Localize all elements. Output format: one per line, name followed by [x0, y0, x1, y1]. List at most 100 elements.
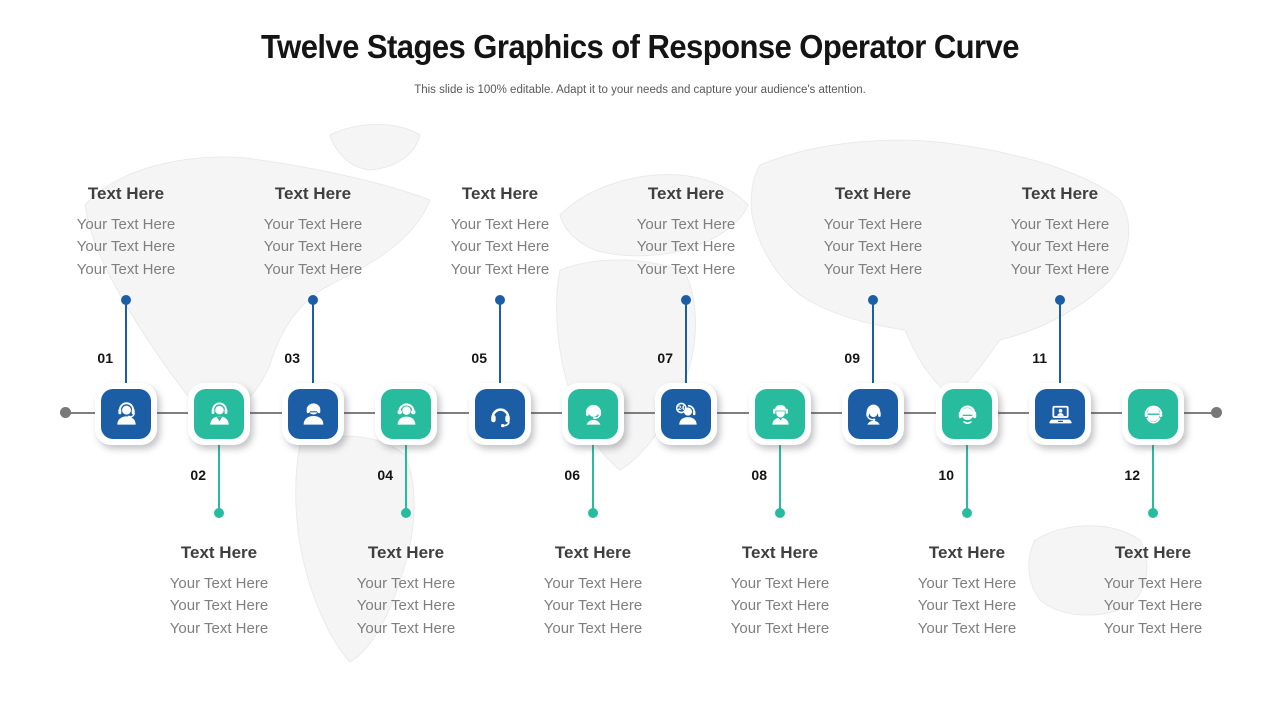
- connector-dot: [1055, 295, 1065, 305]
- stage-text-block: Text Here Your Text Here Your Text Here …: [875, 543, 1059, 640]
- stage-line: Your Text Here: [450, 238, 550, 256]
- headphones-person-icon: [396, 402, 416, 425]
- stage-icon-card: 24: [655, 383, 717, 445]
- stage-title: Text Here: [87, 184, 165, 203]
- stage-line: Your Text Here: [917, 597, 1017, 615]
- headset-icon: [490, 407, 510, 427]
- stage-title: Text Here: [1114, 543, 1192, 562]
- stage-line: Your Text Here: [169, 597, 269, 615]
- stage-line: Your Text Here: [917, 575, 1017, 592]
- connector-dot: [868, 295, 878, 305]
- connector-dot: [214, 508, 224, 518]
- operator-head-icon: [585, 404, 601, 425]
- stage-icon-box: [1035, 389, 1085, 439]
- stage-line: Your Text Here: [169, 575, 269, 592]
- laptop-support-icon: [1048, 405, 1072, 423]
- svg-text:24: 24: [677, 406, 684, 412]
- stage-line: Your Text Here: [543, 619, 643, 637]
- timeline-line: [66, 412, 1217, 415]
- stage-icon-box: [848, 389, 898, 439]
- stage-line: Your Text Here: [917, 619, 1017, 637]
- stage-line: Your Text Here: [1103, 575, 1203, 592]
- connector-line: [125, 304, 127, 383]
- stage-icon-box: [755, 389, 805, 439]
- connector-line: [685, 304, 687, 383]
- stage-line: Your Text Here: [356, 619, 456, 637]
- stage-line: Your Text Here: [636, 216, 736, 233]
- stage-line: Your Text Here: [356, 575, 456, 592]
- stage-icon-card: [1029, 383, 1091, 445]
- stage-icon-card: [1122, 383, 1184, 445]
- stage-line: Your Text Here: [263, 260, 363, 278]
- stage-icon-card: [95, 383, 157, 445]
- stage-line: Your Text Here: [543, 575, 643, 592]
- stage-icon-box: [942, 389, 992, 439]
- stage-icon-box: [1128, 389, 1178, 439]
- stage-line: Your Text Here: [730, 597, 830, 615]
- stage-line: Your Text Here: [1010, 260, 1110, 278]
- connector-dot: [308, 295, 318, 305]
- stage-title: Text Here: [741, 543, 819, 562]
- stage-title: Text Here: [647, 184, 725, 203]
- connector-line: [405, 445, 407, 509]
- stage-icon-card: [936, 383, 998, 445]
- connector-line: [872, 304, 874, 383]
- female-agent-icon: [865, 404, 881, 425]
- connector-dot: [1148, 508, 1158, 518]
- stage-icon-card: [842, 383, 904, 445]
- stage-line: Your Text Here: [450, 260, 550, 278]
- connector-dot: [681, 295, 691, 305]
- connector-line: [218, 445, 220, 509]
- suited-operator-icon: [209, 401, 229, 425]
- connector-line: [499, 304, 501, 383]
- stage-line: Your Text Here: [636, 260, 736, 278]
- connector-dot: [495, 295, 505, 305]
- stage-line: Your Text Here: [1010, 216, 1110, 233]
- stage-number: 07: [657, 350, 673, 366]
- capped-operator-icon: [771, 404, 789, 425]
- stage-line: Your Text Here: [263, 238, 363, 256]
- headphones-face-icon: [958, 405, 976, 424]
- stage-line: Your Text Here: [730, 575, 830, 592]
- connector-line: [312, 304, 314, 383]
- stage-number: 09: [844, 350, 860, 366]
- stage-title: Text Here: [1021, 184, 1099, 203]
- round-headset-icon: [1144, 405, 1162, 424]
- slide-subtitle: This slide is 100% editable. Adapt it to…: [414, 84, 866, 96]
- stage-icon-card: [562, 383, 624, 445]
- stage-line: Your Text Here: [730, 619, 830, 637]
- support-24-icon: 24: [675, 402, 697, 425]
- connector-dot: [588, 508, 598, 518]
- stage-line: Your Text Here: [1103, 597, 1203, 615]
- stage-text-block: Text Here Your Text Here Your Text Here …: [1061, 543, 1245, 640]
- stage-text-block: Text Here Your Text Here Your Text Here …: [127, 543, 311, 640]
- stage-icon-box: [381, 389, 431, 439]
- stage-number: 08: [751, 467, 767, 483]
- connector-dot: [962, 508, 972, 518]
- headset-agent-icon: [116, 401, 136, 425]
- stage-icon-card: [375, 383, 437, 445]
- slide-title: Twelve Stages Graphics of Response Opera…: [261, 28, 1019, 65]
- stage-number: 10: [938, 467, 954, 483]
- stage-icon-box: 24: [661, 389, 711, 439]
- stage-text-block: Text Here Your Text Here Your Text Here …: [408, 184, 592, 281]
- stage-line: Your Text Here: [76, 238, 176, 256]
- stage-line: Your Text Here: [636, 238, 736, 256]
- stage-line: Your Text Here: [76, 260, 176, 278]
- stage-line: Your Text Here: [76, 216, 176, 233]
- connector-line: [779, 445, 781, 509]
- connector-line: [966, 445, 968, 509]
- stage-text-block: Text Here Your Text Here Your Text Here …: [781, 184, 965, 281]
- stage-text-block: Text Here Your Text Here Your Text Here …: [221, 184, 405, 281]
- stage-line: Your Text Here: [169, 619, 269, 637]
- stage-title: Text Here: [834, 184, 912, 203]
- stage-number: 04: [377, 467, 393, 483]
- stage-number: 12: [1124, 467, 1140, 483]
- stage-text-block: Text Here Your Text Here Your Text Here …: [314, 543, 498, 640]
- timeline-end-dot: [1211, 407, 1222, 418]
- stage-icon-box: [475, 389, 525, 439]
- timeline-start-dot: [60, 407, 71, 418]
- stage-number: 05: [471, 350, 487, 366]
- stage-number: 01: [97, 350, 113, 366]
- stage-title: Text Here: [461, 184, 539, 203]
